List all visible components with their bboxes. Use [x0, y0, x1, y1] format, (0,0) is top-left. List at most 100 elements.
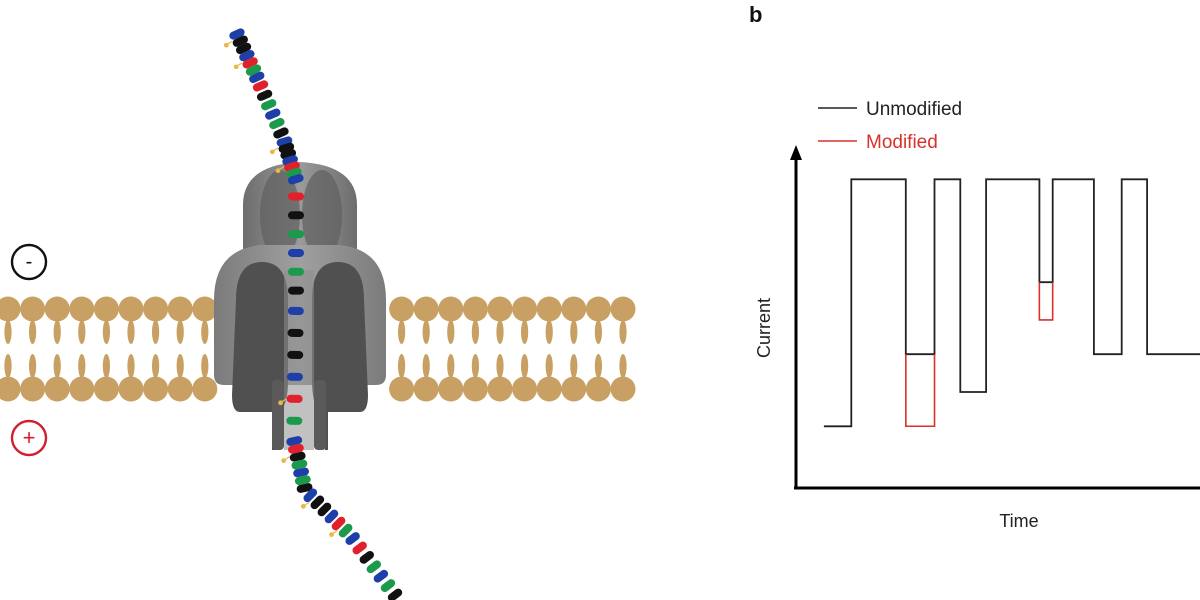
- lipid-tail: [545, 320, 553, 344]
- lipid-head-bottom: [487, 376, 513, 402]
- positive-charge-icon: [10, 419, 48, 457]
- legend-label-unmodified: Unmodified: [866, 99, 962, 120]
- modification-marker-icon: [281, 458, 287, 464]
- lipid-head-bottom: [413, 376, 439, 402]
- modification-marker-icon: [278, 400, 283, 406]
- nucleotide-C: [288, 286, 304, 295]
- lipid-tail: [28, 320, 37, 344]
- modification-marker-icon: [223, 42, 229, 48]
- charge-positive: +: [10, 419, 48, 457]
- lipid-tail: [102, 354, 110, 378]
- lipid-tail: [53, 354, 61, 378]
- nucleotide-C: [317, 502, 332, 517]
- legend-label-modified: Modified: [866, 132, 938, 153]
- nucleotide-T: [288, 192, 304, 201]
- nucleotide-A: [239, 49, 255, 62]
- x-axis-label: Time: [999, 511, 1038, 531]
- lipid-head-top: [118, 296, 144, 322]
- lipid-head-top: [20, 296, 46, 322]
- modification-marker-icon: [300, 503, 306, 509]
- nucleotide-G: [366, 560, 382, 574]
- nucleotide-C: [387, 588, 403, 600]
- lipid-tail: [422, 320, 430, 344]
- nucleotide-A: [324, 509, 339, 524]
- panel-b-current-trace: b Unmodified Modified Current Time: [749, 2, 1200, 531]
- lipid-head-top: [192, 296, 218, 322]
- dna-strand: [223, 28, 403, 600]
- nucleotide-C: [273, 127, 289, 139]
- lipid-head-bottom: [192, 376, 218, 402]
- lipid-tail: [422, 354, 430, 378]
- y-axis-label: Current: [754, 298, 774, 358]
- lipid-tail: [127, 320, 135, 344]
- lipid-head-bottom: [585, 376, 611, 402]
- nucleotide-A: [303, 488, 318, 503]
- lipid-head-bottom: [143, 376, 169, 402]
- lipid-head-bottom: [561, 376, 587, 402]
- nucleotide-G: [269, 117, 285, 130]
- lipid-head-top: [44, 296, 70, 322]
- lipid-tail: [201, 320, 209, 344]
- lipid-tail: [102, 320, 110, 344]
- lipid-head-top: [536, 296, 562, 322]
- lipid-tail: [496, 320, 504, 344]
- lipid-head-bottom: [389, 376, 415, 402]
- lipid-tail: [594, 354, 603, 378]
- lipid-head-bottom: [462, 376, 488, 402]
- lipid-tail: [152, 320, 160, 344]
- lipid-tail: [619, 354, 627, 378]
- nucleotide-A: [345, 532, 360, 545]
- nucleotide-C: [288, 211, 304, 220]
- y-axis-arrow-icon: [790, 145, 802, 160]
- lipid-tail: [4, 320, 12, 344]
- nucleotide-A: [293, 467, 310, 478]
- lipid-head-bottom: [610, 376, 636, 402]
- lipid-tail: [619, 320, 627, 344]
- lipid-head-bottom: [0, 376, 21, 402]
- lipid-tail: [398, 354, 406, 378]
- lipid-head-bottom: [167, 376, 193, 402]
- lipid-tail: [152, 354, 160, 378]
- nucleotide-G: [261, 99, 277, 111]
- lipid-tail: [176, 354, 184, 378]
- modification-marker-icon: [275, 168, 281, 174]
- charge-negative: -: [10, 243, 48, 281]
- lipid-head-bottom: [69, 376, 95, 402]
- lipid-tail: [4, 354, 12, 378]
- lipid-tail: [398, 320, 406, 344]
- nucleotide-C: [296, 483, 313, 493]
- nanopore-protein: [214, 162, 386, 450]
- nucleotide-A: [286, 372, 303, 381]
- trace-unmodified-line: [823, 178, 1200, 428]
- lipid-tail: [53, 320, 61, 344]
- lipid-head-top: [487, 296, 513, 322]
- lipid-head-bottom: [93, 376, 119, 402]
- nucleotide-T: [242, 57, 258, 69]
- lipid-tail: [545, 354, 553, 378]
- nucleotide-G: [294, 475, 311, 486]
- nucleotide-A: [286, 436, 303, 446]
- lipid-tail: [201, 354, 209, 378]
- nucleotide-G: [286, 416, 303, 425]
- lipid-head-top: [512, 296, 538, 322]
- lipid-head-bottom: [118, 376, 144, 402]
- lipid-head-top: [438, 296, 464, 322]
- lipid-tail: [521, 354, 529, 378]
- nucleotide-G: [245, 64, 262, 76]
- lipid-tail: [570, 320, 578, 344]
- modification-marker-icon: [233, 64, 239, 70]
- nucleotide-G: [380, 579, 396, 592]
- legend: Unmodified Modified: [818, 99, 962, 153]
- lipid-tail: [570, 354, 578, 378]
- negative-charge-icon: [10, 243, 48, 281]
- nucleotide-A: [373, 569, 389, 583]
- nucleotide-G: [288, 230, 304, 239]
- lipid-tail: [78, 320, 86, 344]
- nucleotide-C: [287, 350, 304, 359]
- lipid-tail: [496, 354, 504, 378]
- lipid-tail: [521, 320, 529, 344]
- nucleotide-C: [310, 495, 325, 510]
- nucleotide-C: [359, 550, 374, 564]
- modification-marker-icon: [329, 532, 334, 537]
